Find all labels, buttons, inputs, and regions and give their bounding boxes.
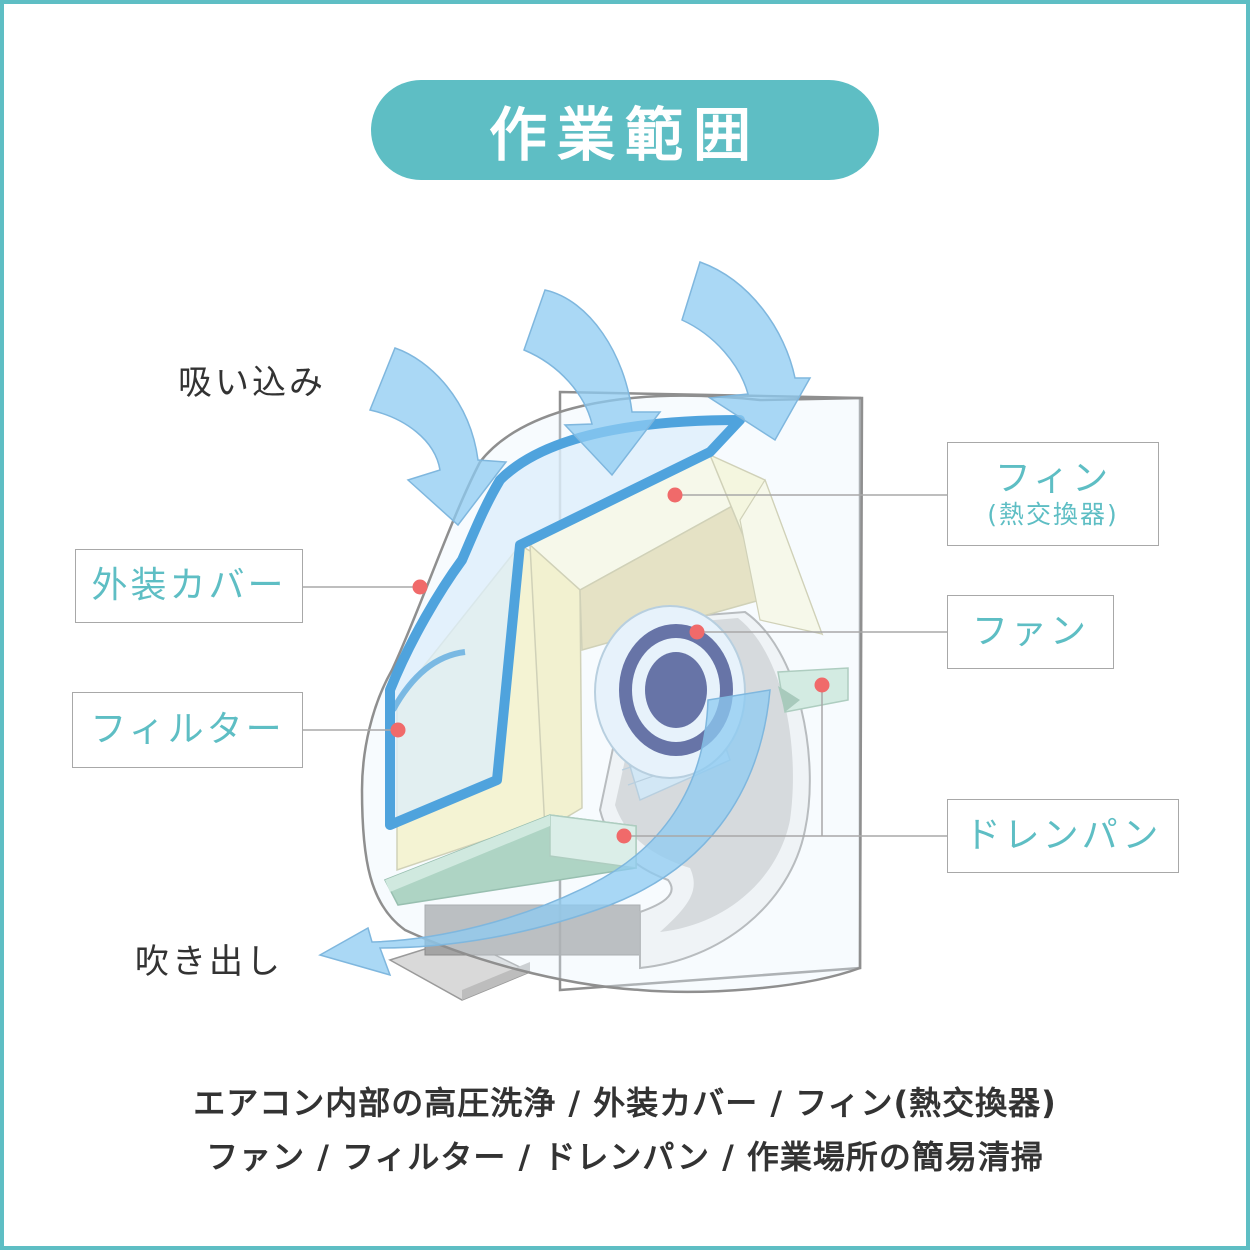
filter [385,415,745,830]
drain-pan-front [383,814,637,906]
label-fan-text: ファン [971,611,1089,653]
leader-lines [303,494,947,837]
label-fin-main: フィン [994,457,1112,499]
page-title: 作業範囲 [371,80,879,180]
label-filter-text: フィルター [90,709,285,751]
part-markers [390,487,830,844]
marker-fan [689,624,705,640]
fan-face [594,605,746,779]
label-filter: フィルター [72,692,303,768]
label-cover: 外装カバー [75,549,303,623]
footer-line-2: ファン / フィルター / ドレンパン / 作業場所の簡易清掃 [206,1138,1044,1176]
marker-drain-pan-right [814,677,830,693]
label-fin: フィン (熱交換器) [947,442,1159,546]
intake-arrows [368,261,812,527]
outlet-label: 吹き出し [135,942,283,982]
marker-filter [390,722,406,738]
label-cover-text: 外装カバー [91,565,287,607]
marker-cover [412,579,428,595]
label-drain-pan-text: ドレンパン [964,815,1162,857]
label-fin-sub: (熱交換器) [987,500,1119,530]
footer-line-1: エアコン内部の高圧洗浄 / 外装カバー / フィン(熱交換器) [193,1084,1057,1122]
drain-pan-right [777,667,849,713]
marker-drain-pan-front [616,828,632,844]
marker-fin [667,487,683,503]
intake-label: 吸い込み [178,363,326,403]
label-drain-pan: ドレンパン [947,799,1179,873]
outlet-arrow [318,689,771,977]
label-fan: ファン [947,595,1114,669]
